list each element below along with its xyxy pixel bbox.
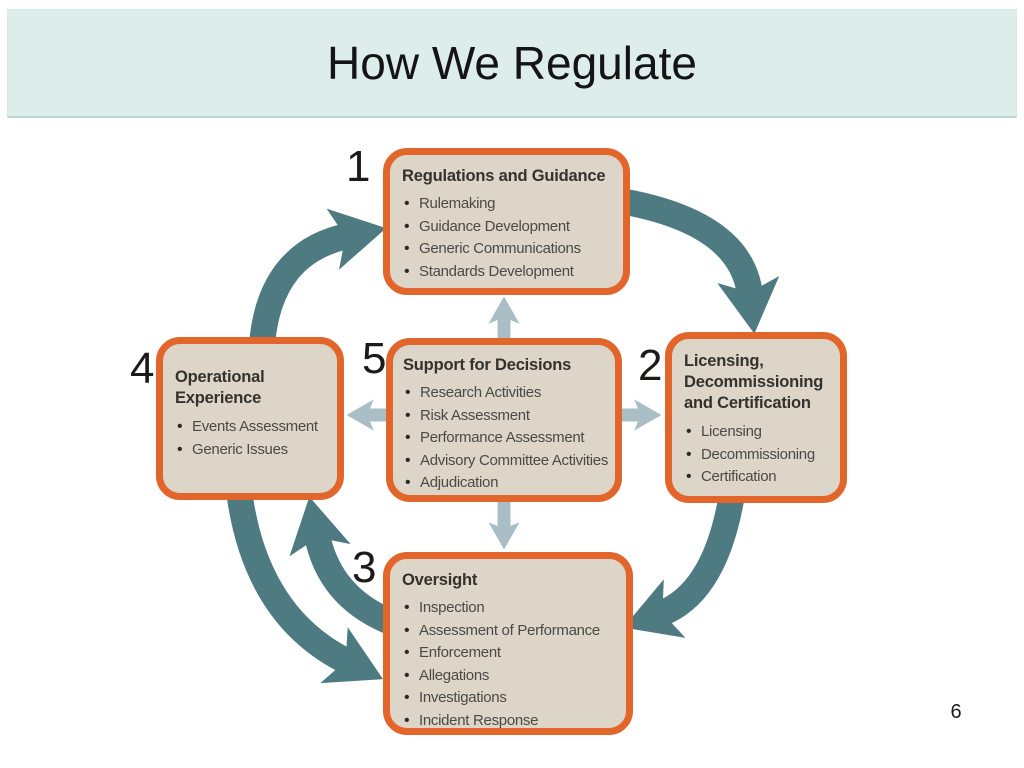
box-operational-experience: Operational Experience Events Assessment… bbox=[156, 337, 344, 500]
list-item: Events Assessment bbox=[175, 416, 325, 439]
list-item: Generic Communications bbox=[402, 238, 611, 261]
box-licensing-decommissioning-certification: Licensing, Decommissioning and Certifica… bbox=[665, 332, 847, 503]
step-number-1: 1 bbox=[346, 142, 371, 191]
box-support-for-decisions: Support for Decisions Research Activitie… bbox=[386, 338, 622, 502]
step-number-3: 3 bbox=[352, 543, 377, 592]
list-item: Advisory Committee Activities bbox=[403, 450, 608, 473]
list-item: Licensing bbox=[684, 421, 828, 444]
list-item: Standards Development bbox=[402, 261, 611, 284]
box-item-list: Licensing Decommissioning Certification bbox=[684, 421, 828, 489]
list-item: Adjudication bbox=[403, 472, 605, 495]
cycle-arrow-4-to-3-icon bbox=[227, 496, 384, 684]
box-item-list: Events Assessment Generic Issues bbox=[175, 416, 325, 461]
list-item: Assessment of Performance bbox=[402, 620, 614, 643]
box-title: Regulations and Guidance bbox=[402, 167, 606, 185]
cycle-arrow-1-to-2-icon bbox=[623, 189, 780, 334]
list-item: Guidance Development bbox=[402, 216, 611, 239]
list-item: Certification bbox=[684, 466, 828, 489]
step-number-2: 2 bbox=[638, 341, 663, 390]
list-item: Incident Response bbox=[402, 710, 614, 733]
box-title: Oversight bbox=[402, 571, 478, 589]
page-number: 6 bbox=[950, 701, 962, 723]
cycle-arrow-4-to-1-icon bbox=[249, 208, 387, 346]
list-item: Performance Assessment bbox=[403, 427, 605, 450]
list-item: Risk Assessment bbox=[403, 405, 605, 428]
box-item-list: Rulemaking Guidance Development Generic … bbox=[402, 193, 611, 283]
box-oversight: Oversight Inspection Assessment of Perfo… bbox=[383, 552, 633, 735]
box-title: Operational Experience bbox=[175, 368, 265, 407]
box-title: Licensing, Decommissioning and Certifica… bbox=[684, 352, 824, 412]
cycle-arrow-3-to-4-icon bbox=[289, 496, 401, 637]
step-number-4: 4 bbox=[130, 344, 155, 393]
list-item: Investigations bbox=[402, 687, 614, 710]
box-title: Support for Decisions bbox=[403, 356, 572, 374]
list-item: Rulemaking bbox=[402, 193, 611, 216]
list-item: Enforcement bbox=[402, 642, 614, 665]
list-item: Decommissioning bbox=[684, 444, 828, 467]
list-item: Research Activities bbox=[403, 382, 605, 405]
slide-title: How We Regulate bbox=[327, 37, 697, 89]
list-item: Inspection bbox=[402, 597, 614, 620]
box-regulations-and-guidance: Regulations and Guidance Rulemaking Guid… bbox=[383, 148, 630, 295]
slide-header: How We Regulate bbox=[7, 9, 1017, 118]
step-number-5: 5 bbox=[362, 334, 387, 383]
cycle-arrow-2-to-3-icon bbox=[623, 497, 744, 638]
list-item: Generic Issues bbox=[175, 439, 325, 462]
box-item-list: Research Activities Risk Assessment Perf… bbox=[403, 382, 608, 495]
box-item-list: Inspection Assessment of Performance Enf… bbox=[402, 597, 614, 732]
list-item: Allegations bbox=[402, 665, 614, 688]
